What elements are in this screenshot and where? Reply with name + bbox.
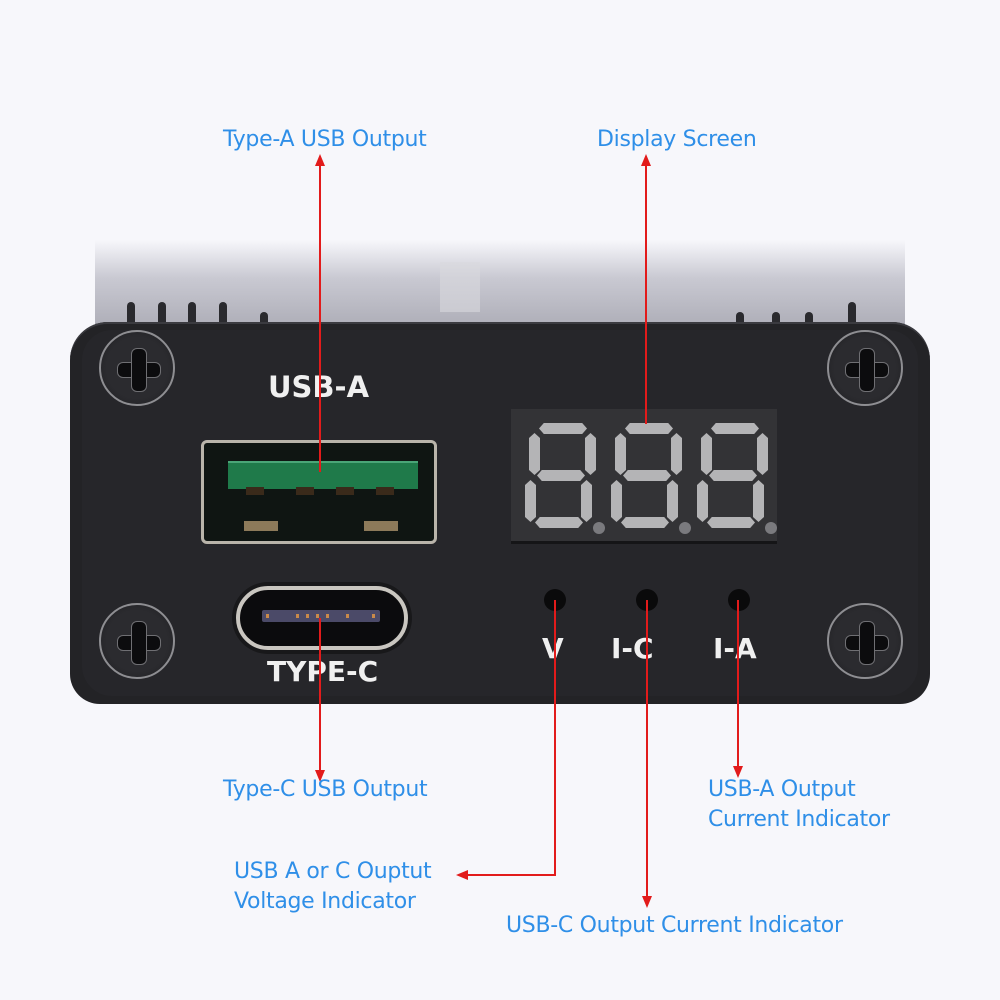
usb-a-pin (296, 487, 314, 495)
screw-bottom-left-icon (99, 603, 175, 679)
arrow-display (645, 162, 647, 424)
usb-c-pin (326, 614, 329, 618)
arrow-type-a (319, 162, 321, 472)
callout-usb-c-current: USB-C Output Current Indicator (506, 913, 843, 938)
decimal-point (765, 522, 777, 534)
arrowhead-up-icon (641, 154, 651, 166)
display-digit-1 (525, 423, 599, 528)
screw-top-left-icon (99, 330, 175, 406)
device-top-heatsink (95, 240, 905, 335)
usb-a-current-indicator-led (728, 589, 750, 611)
usb-a-silkscreen-label: USB-A (268, 370, 369, 404)
type-c-silkscreen-label: TYPE-C (267, 655, 379, 688)
usb-a-pin (336, 487, 354, 495)
arrow-voltage-horizontal (466, 874, 556, 876)
indicator-label-i-a: I-A (713, 632, 757, 665)
usb-a-pin (246, 487, 264, 495)
callout-type-c-usb-output: Type-C USB Output (223, 777, 428, 802)
callout-voltage-line1: USB A or C Ouptut (234, 859, 432, 884)
callout-type-a-usb-output: Type-A USB Output (223, 127, 427, 152)
usb-a-contact (364, 521, 398, 531)
usb-c-tongue (262, 610, 380, 622)
display-digit-2 (611, 423, 685, 528)
arrowhead-up-icon (315, 154, 325, 166)
arrow-usb-a-current (737, 600, 739, 770)
arrow-usb-c-current (646, 600, 648, 900)
usb-c-pin (306, 614, 309, 618)
arrow-type-c (319, 618, 321, 774)
usb-c-pin (372, 614, 375, 618)
arrowhead-down-icon (315, 770, 325, 782)
arrow-voltage (554, 600, 556, 876)
decimal-point (593, 522, 605, 534)
arrowhead-left-icon (456, 870, 468, 880)
arrowhead-down-icon (733, 766, 743, 778)
usb-a-contact (244, 521, 278, 531)
callout-voltage-line2: Voltage Indicator (234, 889, 416, 914)
display-digit-3 (697, 423, 771, 528)
screw-top-right-icon (827, 330, 903, 406)
indicator-label-v: V (542, 632, 564, 665)
usb-a-pin (376, 487, 394, 495)
usb-a-tongue (228, 461, 418, 489)
brand-logo-faded (440, 262, 480, 312)
callout-usb-a-current-line2: Current Indicator (708, 807, 890, 832)
usb-c-pin (316, 614, 319, 618)
usb-c-pin (266, 614, 269, 618)
usb-c-pin (296, 614, 299, 618)
screw-bottom-right-icon (827, 603, 903, 679)
callout-usb-a-current-line1: USB-A Output (708, 777, 856, 802)
seven-segment-display (511, 409, 777, 544)
usb-c-port (236, 586, 408, 650)
callout-display-screen: Display Screen (597, 127, 757, 152)
decimal-point (679, 522, 691, 534)
usb-c-pin (346, 614, 349, 618)
arrowhead-down-icon (642, 896, 652, 908)
